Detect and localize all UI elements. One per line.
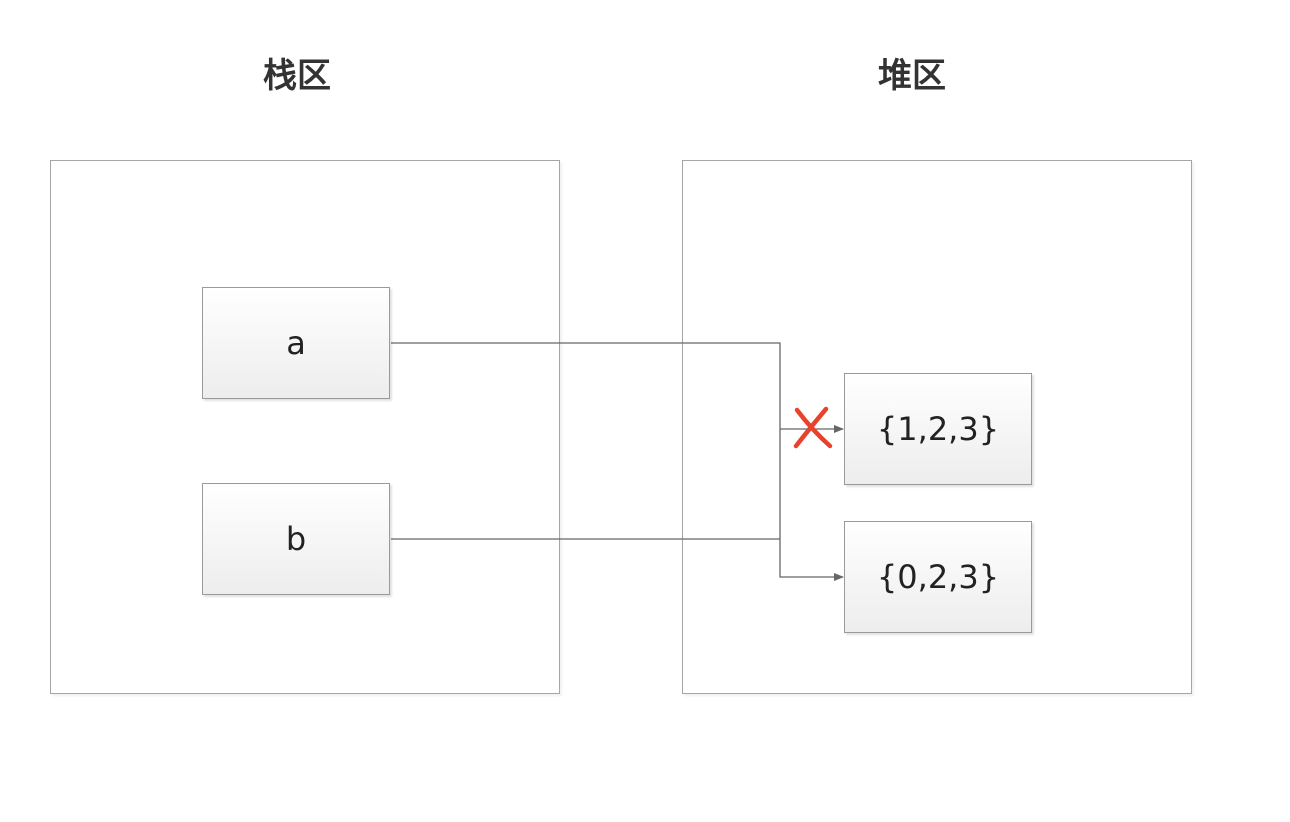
stack-region <box>50 160 560 694</box>
variable-a: a <box>202 287 390 399</box>
variable-b: b <box>202 483 390 595</box>
heap-object-new: {0,2,3} <box>844 521 1032 633</box>
heap-region-title: 堆区 <box>878 56 946 96</box>
stack-region-title: 栈区 <box>263 56 331 96</box>
heap-object-old: {1,2,3} <box>844 373 1032 485</box>
